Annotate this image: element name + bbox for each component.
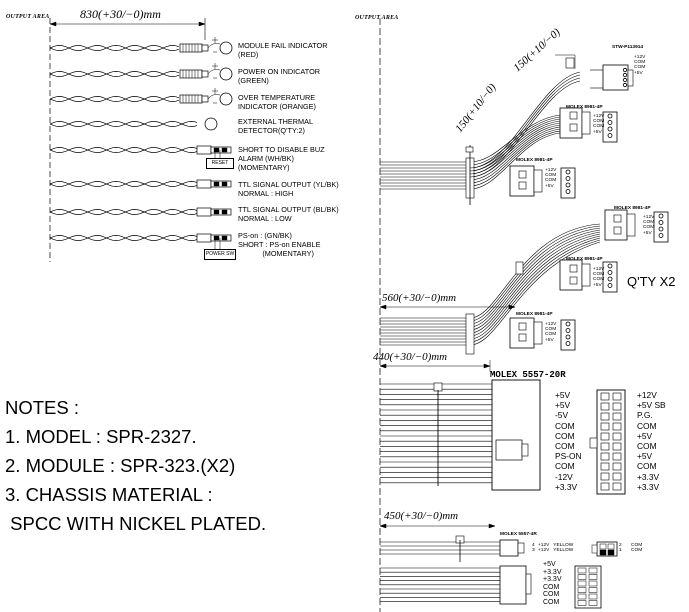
molex-4p-connector-1-pins: +12V COM COM +5V [593,114,605,135]
external-thermal-detector-label: EXTERNAL THERMAL DETECTOR(Q'TY:2) [238,117,314,135]
note-line-2: 2. MODULE : SPR-323.(X2) [5,455,236,476]
stw-connector-pins: +12V COM COM +5V [634,55,646,76]
ttl-signal-high-label: TTL SIGNAL OUTPUT (YL/BK) NORMAL : HIGH [238,180,339,198]
molex-4r-pin-rows: +12V YELLOW +12V YELLOW [538,543,574,554]
cable-length-dimension-560: 560(+30/−0)mm [382,292,457,304]
molex-4r-pin-numbers-left: 4 3 [532,543,535,554]
power-switch: POWER SW [204,249,236,260]
molex-4r-pin-numbers-right: 2 1 [619,543,622,554]
main-connector-left-pins: +5V +5V -5V COM COM COM PS-ON COM -12V +… [555,390,582,492]
note-line-3: 3. CHASSIS MATERIAL : [5,484,213,505]
molex-4r-right-pins: COM COM [631,543,643,554]
cable-length-dimension-440: 440(+30/−0)mm [373,351,448,363]
note-line-1: 1. MODEL : SPR-2327. [5,426,197,447]
reset-switch-label: RESET [211,160,229,166]
power-on-indicator-label: POWER ON INDICATOR (GREEN) [238,67,321,85]
molex-4p-connector-4-pins: +12V COM COM +5V [593,267,605,288]
bottom-connector-pins: +5V +3.3V +3.3V COM COM COM [543,561,562,606]
main-connector-name: MOLEX 5557-20R [490,370,566,380]
left-output-area-header: OUTPUT AREA [6,14,50,20]
ps-on-label: PS-on : (GN/BK) SHORT : PS-on ENABLE (MO… [238,231,321,258]
ttl-signal-low-label: TTL SIGNAL OUTPUT (BL/BK) NORMAL : LOW [238,205,339,223]
buzzer-disable-label: SHORT TO DISABLE BUZ ALARM (WH/BK) (MOME… [238,145,325,172]
main-connector-right-pins: +12V +5V SB P.G. COM +5V COM +5V COM +3.… [637,390,666,492]
molex-4p-connector-5-name: MOLEX 8981-4P [516,312,553,317]
molex-4p-connector-2-pins: +12V COM COM +5V [545,168,557,189]
molex-4p-connector-1-name: MOLEX 8981-4P [566,105,603,110]
molex-4r-connector-name: MOLEX 5557-4R [500,532,537,537]
reset-switch: RESET [206,158,234,169]
stw-connector-name: STW-P113914 [612,45,644,50]
molex-4p-connector-4-name: MOLEX 8981-4P [566,257,603,262]
module-fail-indicator-label: MODULE FAIL INDICATOR (RED) [238,41,328,59]
over-temperature-indicator-label: OVER TEMPERATURE INDICATOR (ORANGE) [238,93,316,111]
cable-length-dimension-450: 450(+30/−0)mm [384,510,459,522]
molex-4p-connector-3-pins: +12V COM COM +5V [643,215,655,236]
notes-block: NOTES : 1. MODEL : SPR-2327. 2. MODULE :… [5,393,266,538]
molex-4p-connector-3-name: MOLEX 8981-4P [614,206,651,211]
power-switch-label: POWER SW [205,251,235,257]
note-line-4: SPCC WITH NICKEL PLATED. [5,513,267,534]
right-output-area-header: OUTPUT AREA [355,15,399,21]
molex-4p-connector-2-name: MOLEX 8981-4P [516,158,553,163]
quantity-note: Q'TY X2 [627,274,676,289]
left-length-dimension: 830(+30/−0)mm [80,7,161,21]
molex-4p-connector-5-pins: +12V COM COM +5V [545,322,557,343]
notes-title: NOTES : [5,397,80,418]
